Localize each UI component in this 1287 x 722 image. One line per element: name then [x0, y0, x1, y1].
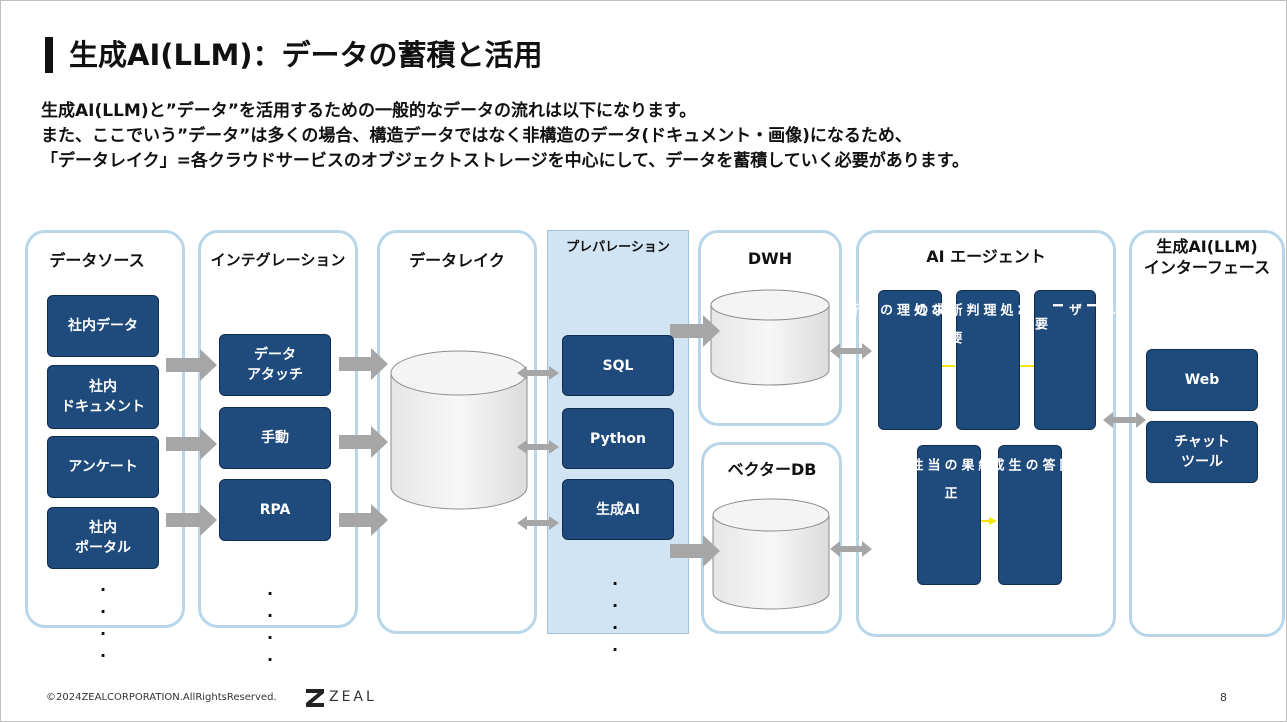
data-source-title: データソース — [49, 251, 145, 270]
slide-title: 生成AI(LLM)：データの蓄積と活用 — [69, 38, 543, 72]
agent-user-request: ユ l ザ l 要 求 — [1015, 290, 1115, 430]
interface-web: Web — [1146, 349, 1258, 411]
integration-rpa: RPA — [219, 479, 331, 541]
source-internal-data: 社内データ — [47, 295, 159, 357]
vector-db-title: ベクターDB — [727, 460, 817, 479]
source-internal-documents: 社内 ドキュメント — [47, 365, 159, 429]
preparation-more-dots: · · · · — [612, 574, 619, 659]
agent-generate-answer: 回 答 の 生 成 — [989, 445, 1072, 585]
vector-db-cylinder-icon — [712, 498, 830, 610]
page-number: 8 — [1220, 691, 1227, 704]
integration-data-attach: データ アタッチ — [219, 334, 331, 396]
source-survey: アンケート — [47, 436, 159, 498]
ai-agent-title: AI エージェント — [926, 247, 1046, 266]
source-internal-portal: 社内 ポータル — [47, 507, 159, 569]
agent-execute-process: 適 切 な 処 理 の 実 行 — [843, 290, 977, 430]
prep-python: Python — [562, 408, 674, 469]
llm-interface-title: 生成AI(LLM) インターフェース — [1133, 236, 1281, 278]
description-line-3: 「データレイク」=各クラウドサービスのオブジェクトストレージを中心にして、データ… — [41, 151, 969, 171]
zeal-logo-text: ZEAL — [329, 689, 377, 705]
data-source-more-dots: · · · · — [100, 580, 107, 665]
data-lake-title: データレイク — [409, 251, 505, 270]
agent-generate-answer-label: 回 答 の 生 成 — [988, 458, 1072, 472]
dwh-cylinder-icon — [710, 289, 830, 386]
zeal-logo-icon — [306, 689, 324, 707]
description-line-2: また、ここでいう”データ”は多くの場合、構造データではなく非構造のデータ(ドキュ… — [41, 126, 912, 146]
integration-more-dots: · · · · — [267, 584, 274, 669]
integration-manual: 手動 — [219, 407, 331, 469]
llm-interface-title-line-1: 生成AI(LLM) — [1156, 237, 1258, 256]
prep-sql: SQL — [562, 335, 674, 396]
agent-decide-process: 適 切 な 処 理 判 断 要 求 の — [913, 290, 1064, 430]
description-line-1: 生成AI(LLM)と”データ”を活用するための一般的なデータの流れは以下になりま… — [41, 101, 697, 121]
preparation-title: プレパレーション — [566, 240, 670, 255]
interface-chat-tool: チャット ツール — [1146, 421, 1258, 483]
data-lake-cylinder-icon — [390, 350, 528, 510]
title-accent-bar — [45, 37, 53, 73]
gray-arrows — [166, 315, 1146, 567]
agent-verify-result-label: 実 行 結 果 の 正 当 性 確 認 — [873, 458, 1025, 500]
agent-user-request-label: ユ l ザ l 要 求 — [1015, 303, 1115, 331]
description: 生成AI(LLM)と”データ”を活用するための一般的なデータの流れは以下になりま… — [41, 99, 969, 174]
prep-generative-ai: 生成AI — [562, 479, 674, 540]
agent-verify-result: 実 行 結 果 の 正 当 性 確 認 — [874, 445, 1025, 585]
llm-interface-title-line-2: インターフェース — [1143, 258, 1271, 277]
integration-title: インテグレーション — [210, 251, 346, 269]
copyright-text: ©2024ZEALCORPORATION.AllRightsReserved. — [46, 692, 277, 703]
dwh-title: DWH — [747, 249, 793, 268]
